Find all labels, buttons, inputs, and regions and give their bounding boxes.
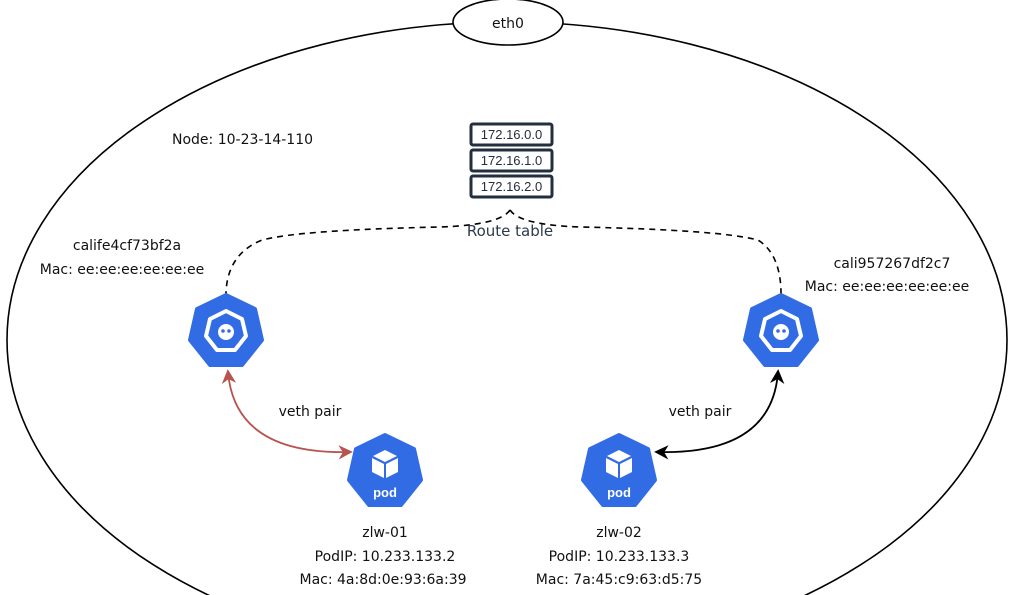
pod-icon-label: pod [373,485,397,500]
node-boundary [6,21,1008,595]
route-table-caption: Route table [467,222,553,240]
veth-pair-right-arrow [654,369,785,460]
heptagon-shape [347,433,423,507]
heptagon-shape [581,433,657,507]
veth-pair-left-label: veth pair [279,404,342,420]
pod-2-mac: Mac: 7a:45:c9:63:d5:75 [536,572,702,588]
veth-right-mac: Mac: ee:ee:ee:ee:ee:ee [805,279,969,295]
pod-zlw-01[interactable]: pod [347,433,423,507]
route-entry[interactable]: 172.16.1.0 [469,148,554,173]
veth-left-node[interactable] [188,293,264,367]
cube-icon [372,450,398,478]
gear-robot-icon [759,309,803,352]
pod-zlw-02[interactable]: pod [581,433,657,507]
node-label: Node: 10-23-14-110 [172,132,313,148]
pod-1-mac: Mac: 4a:8d:0e:93:6a:39 [299,572,466,588]
pod-1-ip: PodIP: 10.233.133.2 [315,549,456,565]
route-link-right [509,209,782,299]
route-entry-text: 172.16.1.0 [481,153,542,168]
pod-2-ip: PodIP: 10.233.133.3 [549,549,690,565]
veth-right-name: cali957267df2c7 [834,256,951,272]
veth-pair-left-arrow [221,369,353,460]
route-link-left [225,209,511,299]
route-entry[interactable]: 172.16.0.0 [469,122,554,147]
route-table: 172.16.0.0 172.16.1.0 172.16.2.0 [469,122,554,199]
veth-pair-right-label: veth pair [669,404,732,420]
veth-right-node[interactable] [743,293,819,367]
gear-robot-icon [204,309,248,352]
veth-left-mac: Mac: ee:ee:ee:ee:ee:ee [40,262,204,278]
pod-2-name: zlw-02 [596,525,642,541]
eth0-label: eth0 [492,16,524,32]
route-entry[interactable]: 172.16.2.0 [469,174,554,199]
pod-1-name: zlw-01 [362,525,408,541]
route-entry-text: 172.16.2.0 [481,179,542,194]
cube-icon [606,450,632,478]
eth0-interface[interactable]: eth0 [452,0,564,46]
route-entry-text: 172.16.0.0 [481,127,542,142]
veth-left-name: calife4cf73bf2a [73,238,181,254]
pod-icon-label: pod [607,485,631,500]
